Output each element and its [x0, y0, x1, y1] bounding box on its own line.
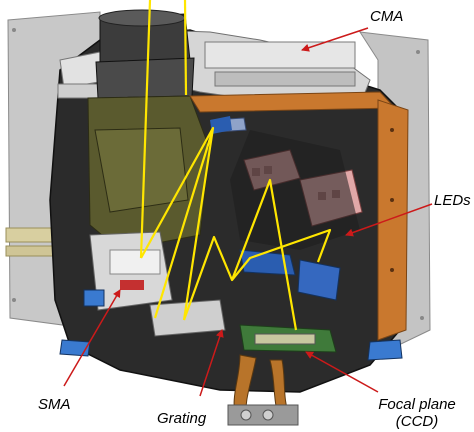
label-sma: SMA [38, 396, 71, 413]
grating-plate [149, 299, 226, 337]
leds-arrow [345, 203, 433, 237]
blue-foot-left [59, 339, 91, 357]
blue-foot-right [367, 339, 403, 361]
sma-arrow [63, 289, 121, 387]
focal-plane-arrow [305, 351, 379, 393]
callout-arrows [63, 27, 433, 397]
dark-optic-cavity [230, 130, 360, 250]
light-path-grating-beam [153, 131, 214, 319]
cma-arrow [301, 27, 369, 52]
orange-plate [189, 91, 397, 113]
label-focal-plane-line2: (CCD) [395, 413, 439, 430]
label-grating: Grating [157, 410, 207, 427]
label-leds: LEDs [434, 192, 471, 209]
light-path [139, 0, 332, 331]
blue-bracket-right [297, 259, 341, 301]
light-path-entrance-beam [139, 0, 152, 259]
label-focal-plane-line1: Focal plane [378, 396, 456, 413]
label-cma: CMA [370, 8, 404, 25]
grating-arrow [199, 329, 224, 397]
light-path-led-beam [231, 228, 332, 281]
light-path-zigzag-left [140, 126, 215, 321]
light-path-side-beam [183, 0, 188, 96]
